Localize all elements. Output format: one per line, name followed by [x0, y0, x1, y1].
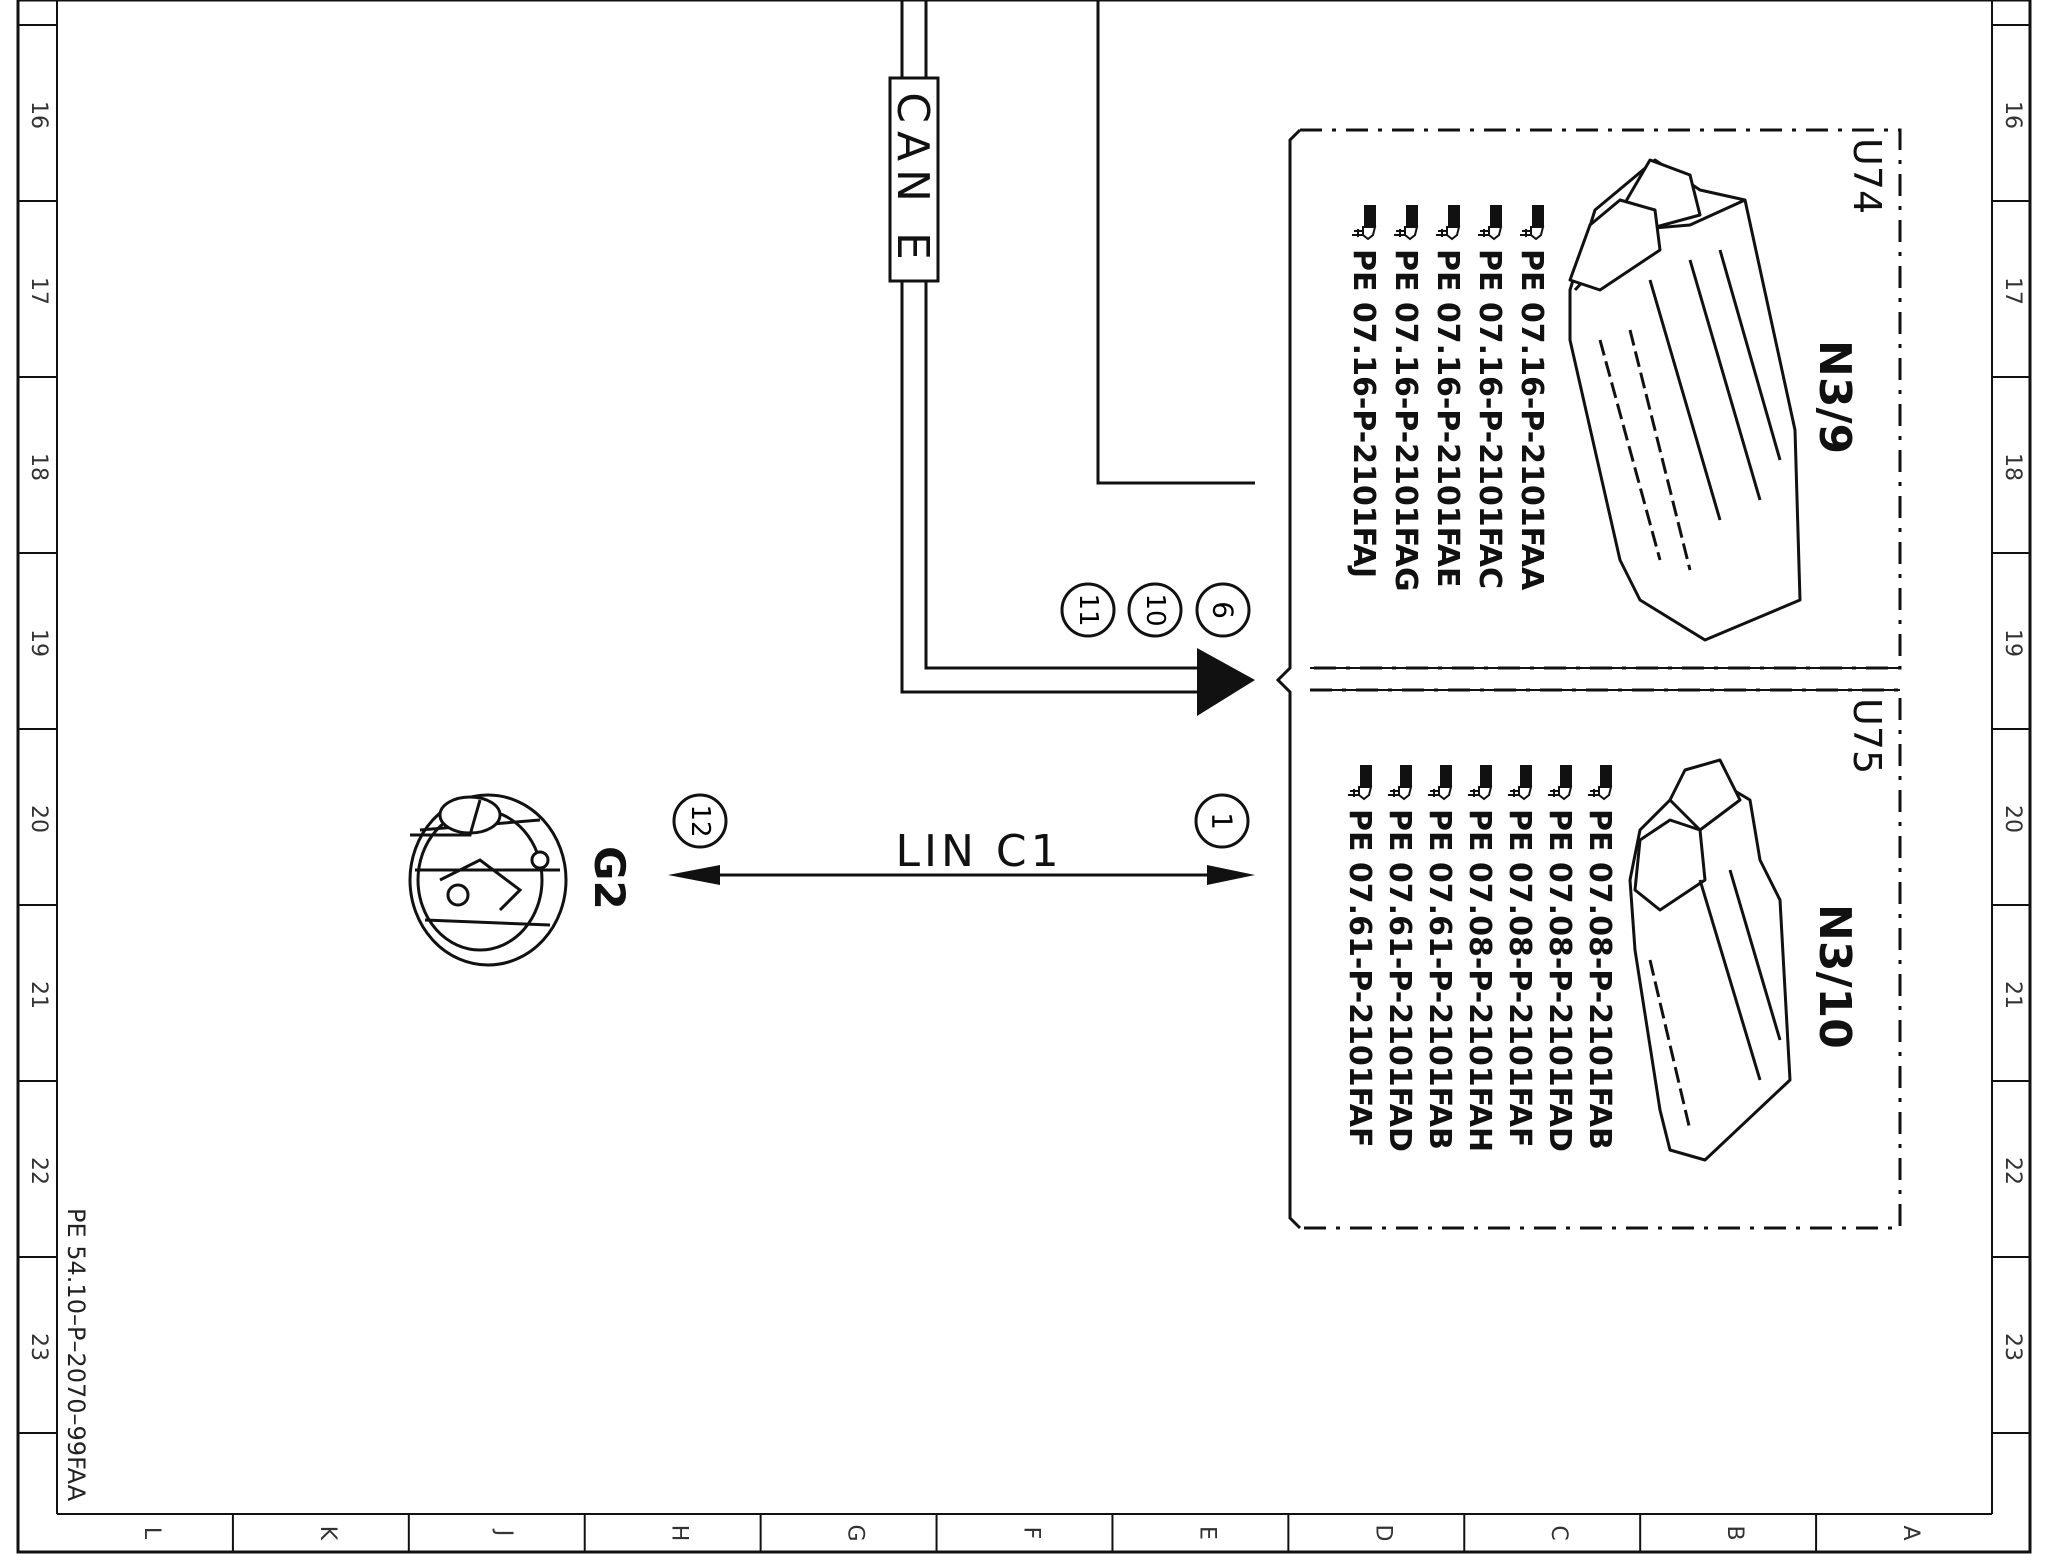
alternator-icon: [408, 793, 568, 967]
row-label-left: 20: [26, 805, 51, 833]
marker-1: 1: [1194, 793, 1250, 849]
hand-pointer-icon: [1547, 764, 1573, 800]
reference-item[interactable]: PE 07.16-P-2101FAC: [1472, 204, 1507, 589]
marker-11: 11: [1060, 582, 1116, 638]
unit-location-u75: U75: [1845, 698, 1889, 774]
lin-label: LIN C1: [895, 826, 1062, 877]
reference-text: PE 07.61-P-2101FAD: [1382, 809, 1417, 1152]
marker-6: 6: [1195, 582, 1251, 638]
reference-text: PE 07.16-P-2101FAG: [1388, 249, 1423, 592]
column-label: D: [1370, 1525, 1395, 1542]
reference-item[interactable]: PE 07.08-P-2101FAB: [1582, 764, 1617, 1150]
reference-item[interactable]: PE 07.08-P-2101FAF: [1502, 764, 1537, 1147]
signal-wire: [1096, 0, 1255, 485]
column-label: G: [843, 1524, 868, 1541]
document-id: PE 54.10–P–2070–99FAA: [62, 1208, 90, 1502]
reference-item[interactable]: PE 07.61-P-2101FAF: [1342, 764, 1377, 1147]
circled-markers: 6 10 11 1 12: [672, 582, 1251, 849]
reference-text: PE 07.08-P-2101FAB: [1582, 809, 1617, 1150]
row-label-left: 23: [26, 1333, 51, 1361]
can-label: CAN E: [887, 92, 938, 268]
reference-item[interactable]: PE 07.61-P-2101FAB: [1422, 764, 1457, 1150]
reference-item[interactable]: PE 07.61-P-2101FAD: [1382, 764, 1417, 1152]
row-label-left: 16: [26, 101, 51, 129]
column-label: C: [1546, 1525, 1571, 1540]
unit-bracket: [1275, 128, 1302, 1230]
reference-text: PE 07.16-P-2101FAC: [1472, 249, 1507, 589]
row-label-left: 21: [26, 981, 51, 1009]
reference-text: PE 07.16-P-2101FAE: [1430, 249, 1465, 587]
hand-pointer-icon: [1477, 204, 1503, 240]
row-label-left: 19: [26, 629, 51, 657]
reference-text: PE 07.16-P-2101FAA: [1514, 249, 1549, 591]
marker-12: 12: [672, 793, 728, 849]
reference-text: PE 07.08-P-2101FAD: [1542, 809, 1577, 1152]
drawing-frame: [16, 0, 2032, 1554]
can-label-box: [888, 76, 940, 283]
column-label: B: [1722, 1525, 1747, 1540]
reference-item[interactable]: PE 07.16-P-2101FAJ: [1346, 204, 1381, 578]
reference-text: PE 07.08-P-2101FAF: [1502, 809, 1537, 1147]
can-wire-inner: [924, 0, 1205, 670]
row-label-right: 20: [2000, 805, 2025, 833]
reference-text: PE 07.08-P-2101FAH: [1462, 809, 1497, 1152]
reference-item[interactable]: PE 07.16-P-2101FAG: [1388, 204, 1423, 592]
svg-text:12: 12: [685, 804, 715, 837]
row-label-left: 17: [26, 277, 51, 305]
control-unit-icon: [1568, 158, 1802, 1162]
column-label: E: [1194, 1526, 1219, 1540]
row-label-right: 21: [2000, 981, 2025, 1009]
hand-pointer-icon: [1393, 204, 1419, 240]
row-label-right: 23: [2000, 1333, 2025, 1361]
can-arrow-head: [1197, 648, 1255, 716]
row-label-right: 18: [2000, 453, 2025, 481]
row-label-right: 22: [2000, 1157, 2025, 1185]
hand-pointer-icon: [1347, 764, 1373, 800]
component-name-n3-10: N3/10: [1809, 904, 1860, 1049]
row-label-right: 16: [2000, 101, 2025, 129]
row-label-left: 18: [26, 453, 51, 481]
reference-text: PE 07.61-P-2101FAF: [1342, 809, 1377, 1147]
svg-text:11: 11: [1073, 593, 1103, 626]
column-label: H: [667, 1525, 692, 1542]
hand-pointer-icon: [1387, 764, 1413, 800]
svg-text:6: 6: [1207, 601, 1240, 619]
reference-text: PE 07.16-P-2101FAJ: [1346, 249, 1381, 578]
column-label: F: [1019, 1527, 1044, 1540]
reference-item[interactable]: PE 07.08-P-2101FAH: [1462, 764, 1497, 1152]
column-label: A: [1898, 1525, 1923, 1540]
column-label: K: [315, 1526, 340, 1541]
column-label: L: [139, 1527, 164, 1540]
hand-pointer-icon: [1587, 764, 1613, 800]
hand-pointer-icon: [1427, 764, 1453, 800]
column-label: J: [491, 1528, 516, 1537]
row-label-right: 19: [2000, 629, 2025, 657]
wiring: [690, 0, 1255, 877]
reference-text: PE 07.61-P-2101FAB: [1422, 809, 1457, 1150]
component-name-n3-9: N3/9: [1809, 340, 1860, 454]
svg-text:10: 10: [1140, 593, 1170, 626]
hand-pointer-icon: [1467, 764, 1493, 800]
svg-text:1: 1: [1206, 812, 1239, 830]
alternator-label: G2: [585, 846, 634, 910]
hand-pointer-icon: [1519, 204, 1545, 240]
reference-item[interactable]: PE 07.16-P-2101FAA: [1514, 204, 1549, 591]
hand-pointer-icon: [1351, 204, 1377, 240]
marker-10: 10: [1127, 582, 1183, 638]
reference-item[interactable]: PE 07.16-P-2101FAE: [1430, 204, 1465, 587]
row-label-right: 17: [2000, 277, 2025, 305]
hand-pointer-icon: [1435, 204, 1461, 240]
row-label-left: 22: [26, 1157, 51, 1185]
lin-arrow-right: [1207, 865, 1255, 885]
unit-location-u74: U74: [1845, 138, 1889, 214]
reference-item[interactable]: PE 07.08-P-2101FAD: [1542, 764, 1577, 1152]
hand-pointer-icon: [1507, 764, 1533, 800]
lin-arrow-left: [668, 865, 720, 885]
